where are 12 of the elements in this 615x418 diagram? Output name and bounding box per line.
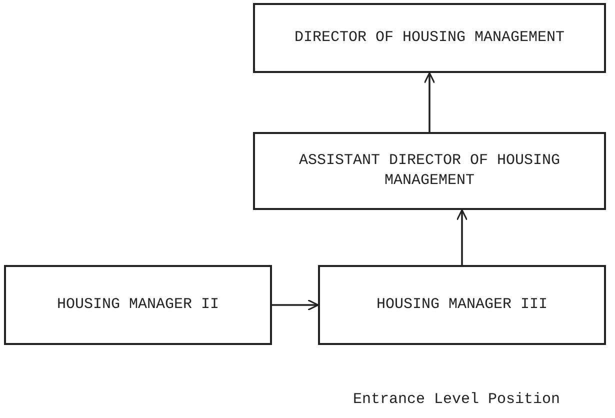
arrow — [456, 209, 468, 265]
position-box — [253, 3, 606, 73]
position-note: Entrance Level Position — [353, 391, 560, 408]
position-box — [4, 265, 272, 345]
arrow — [272, 299, 319, 311]
position-title: HOUSING MANAGER II — [56, 295, 220, 315]
position-box — [318, 265, 606, 345]
position-title: ASSISTANT DIRECTOR OF HOUSING MANAGEMENT — [298, 151, 562, 191]
position-title: HOUSING MANAGER III — [376, 295, 548, 315]
arrow — [424, 72, 436, 132]
position-box — [253, 132, 606, 210]
position-title: DIRECTOR OF HOUSING MANAGEMENT — [294, 28, 565, 48]
